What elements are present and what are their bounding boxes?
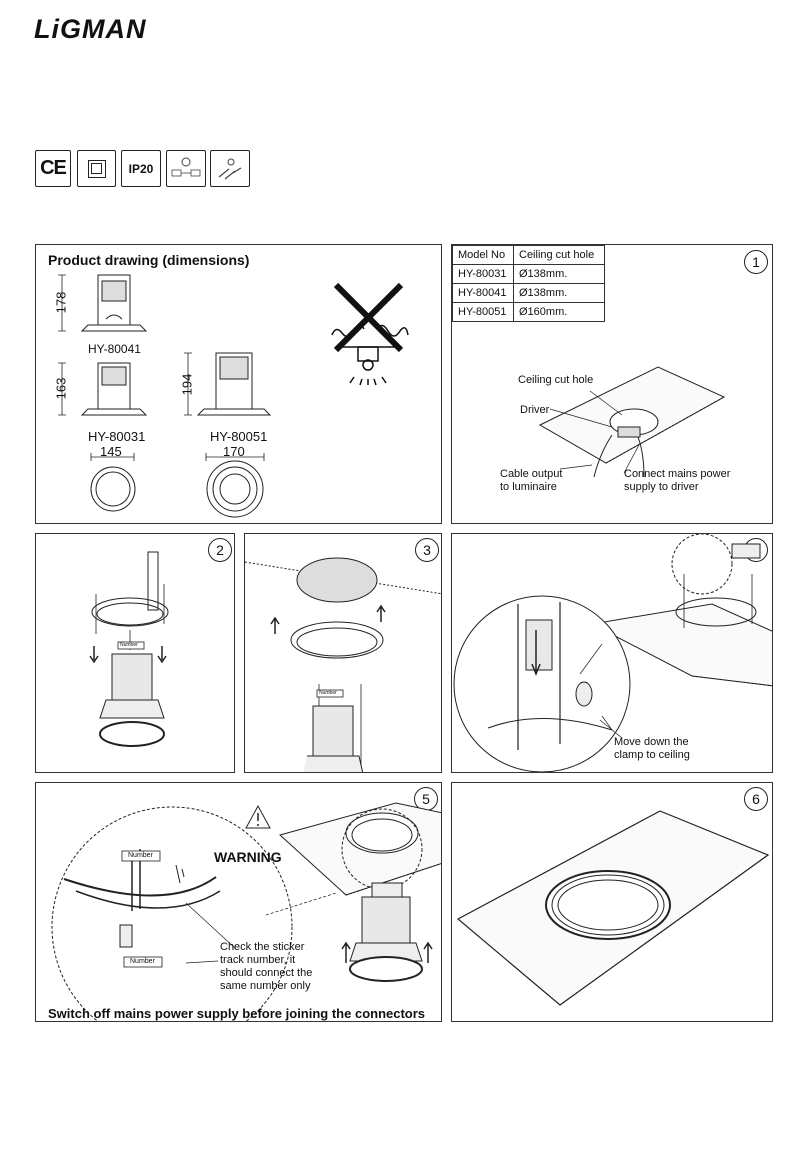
- warning-text: WARNING: [214, 849, 282, 865]
- label-cable-output: Cable output to luminaire: [500, 468, 563, 493]
- step2-panel: 2 Number: [35, 533, 235, 773]
- height-label-80031: 163: [53, 377, 69, 400]
- label-driver: Driver: [520, 404, 550, 416]
- step2-illustration: [89, 551, 169, 747]
- product-drawing-title: Product drawing (dimensions): [48, 252, 250, 268]
- label-connect-mains: Connect mains power supply to driver: [624, 468, 731, 493]
- height-label-80051: 194: [179, 373, 195, 396]
- label-move-down-clamp: Move down the clamp to ceiling: [614, 736, 690, 761]
- step6-illustration: [456, 810, 770, 1006]
- number-sticker: Number: [120, 642, 138, 648]
- table-header-model: Model No: [452, 245, 514, 265]
- label-check-sticker: Check the sticker track number, it shoul…: [220, 941, 313, 992]
- class-ii-icon: [77, 150, 116, 187]
- step1-illustration: [538, 366, 726, 478]
- diameter-label-80031: 145: [100, 444, 122, 459]
- step-number-5: 5: [414, 787, 438, 811]
- ce-mark-icon: CE: [35, 150, 71, 187]
- product-drawing-illustration: [58, 274, 409, 518]
- ip20-label: IP20: [128, 161, 154, 176]
- number-sticker: Number: [319, 690, 337, 696]
- model-label-80041: HY-80041: [88, 342, 141, 356]
- table-row: HY-80051 Ø160mm.: [452, 302, 605, 322]
- table-cell: HY-80051: [452, 302, 514, 322]
- model-label-80031: HY-80031: [88, 429, 146, 444]
- step4-illustration: [453, 534, 772, 772]
- step-number-1: 1: [744, 250, 768, 274]
- ip20-icon: IP20: [121, 150, 161, 187]
- brand-logo: LiGMAN: [34, 14, 147, 44]
- step3-panel: 3 Number: [244, 533, 442, 773]
- step-number-2: 2: [208, 538, 232, 562]
- height-label-80041: 178: [53, 291, 69, 314]
- step-number-3: 3: [415, 538, 439, 562]
- connector-icon: [210, 150, 250, 187]
- table-cell: Ø160mm.: [513, 302, 605, 322]
- ceiling-cut-table: Model No Ceiling cut hole HY-80031 Ø138m…: [452, 245, 605, 322]
- switch-off-notice: Switch off mains power supply before joi…: [48, 1006, 426, 1021]
- table-cell: HY-80041: [452, 283, 514, 303]
- step6-panel: 6: [451, 782, 773, 1022]
- table-row: HY-80031 Ø138mm.: [452, 264, 605, 284]
- number-sticker-top: Number: [128, 852, 153, 859]
- step5-panel: 5 WARNING Number Numb: [35, 782, 442, 1022]
- product-drawing-panel: Product drawing (dimensions): [35, 244, 442, 524]
- model-label-80051: HY-80051: [210, 429, 268, 444]
- step4-panel: 4 Move down the clamp to ceiling: [451, 533, 773, 773]
- step3-illustration: [245, 557, 441, 772]
- label-ceiling-cut-hole: Ceiling cut hole: [518, 374, 594, 386]
- diameter-label-80051: 170: [223, 444, 245, 459]
- step-number-6: 6: [744, 787, 768, 811]
- step1-panel: Model No Ceiling cut hole HY-80031 Ø138m…: [451, 244, 773, 524]
- ce-label: CE: [40, 157, 67, 179]
- step5-illustration: [51, 802, 441, 1021]
- driver-connection-icon: [166, 150, 206, 187]
- number-sticker-bottom: Number: [130, 958, 155, 965]
